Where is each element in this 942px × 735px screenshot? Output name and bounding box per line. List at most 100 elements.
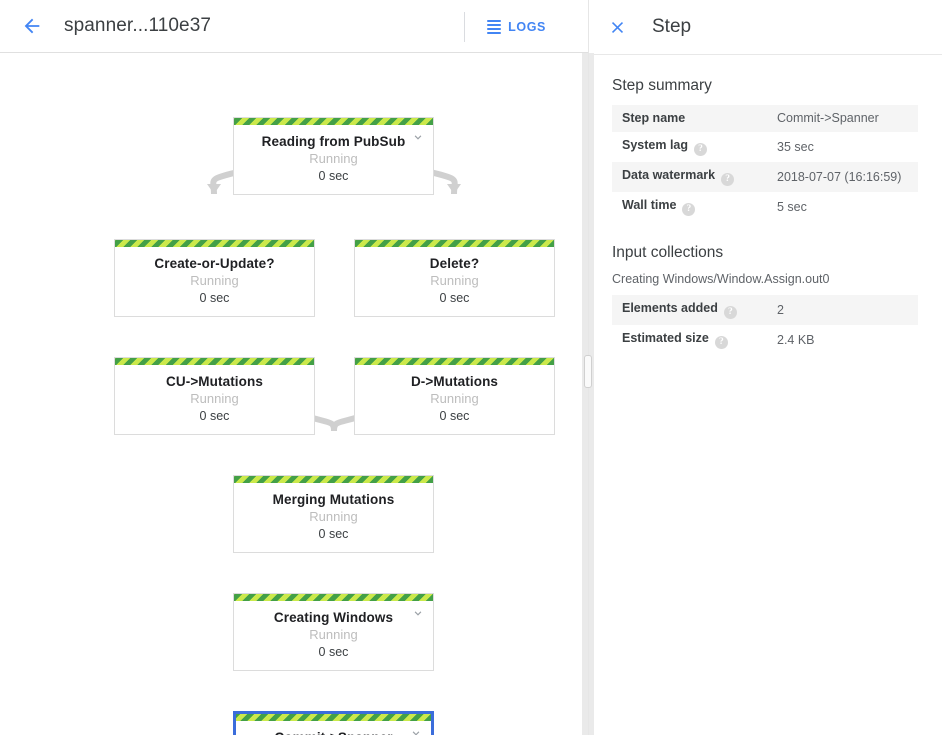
row-value: 2018-07-07 (16:16:59): [777, 169, 902, 184]
collection-name: Creating Windows/Window.Assign.out0: [612, 272, 830, 286]
row-value: Commit->Spanner: [777, 111, 879, 125]
help-icon[interactable]: ?: [682, 203, 696, 216]
node-body: D->Mutations Running 0 sec: [355, 365, 554, 434]
row-key: Elements added?: [612, 295, 777, 325]
row-key-label: Step name: [622, 111, 686, 125]
logs-button-label: LOGS: [508, 19, 546, 34]
help-icon[interactable]: ?: [714, 336, 728, 349]
node-status-stripe: [234, 118, 433, 125]
close-x-icon[interactable]: [600, 10, 634, 44]
chevron-down-icon[interactable]: [411, 606, 425, 620]
back-arrow-icon[interactable]: [14, 8, 50, 44]
chevron-down-icon[interactable]: [409, 726, 423, 735]
graph-node-commit-spanner[interactable]: Commit->Spanner Part running 5 sec: [233, 711, 434, 735]
row-value: 2: [777, 302, 784, 317]
node-body: Commit->Spanner Part running 5 sec: [236, 721, 431, 735]
node-status-stripe: [115, 240, 314, 247]
graph-node-delete[interactable]: Delete? Running 0 sec: [354, 239, 555, 317]
row-key: Estimated size?: [612, 325, 777, 355]
row-key: Step name: [612, 105, 777, 132]
graph-canvas: Reading from PubSub Running 0 sec Create…: [0, 53, 588, 735]
node-status: Running: [309, 151, 358, 166]
node-time: 0 sec: [199, 409, 230, 423]
row-value: 35 sec: [777, 139, 814, 154]
node-status: Running: [430, 391, 479, 406]
node-time: 0 sec: [199, 291, 230, 305]
toolbar-divider: [464, 11, 466, 42]
node-time: 0 sec: [318, 169, 349, 183]
node-status-stripe: [115, 358, 314, 365]
graph-node-creating-windows[interactable]: Creating Windows Running 0 sec: [233, 593, 434, 671]
top-bar-actions: LOGS: [464, 0, 588, 53]
node-status: Running: [430, 273, 479, 288]
pane-resize-handle[interactable]: [584, 355, 592, 388]
node-name: Creating Windows: [273, 610, 394, 625]
page-title: spanner...110e37: [64, 15, 212, 36]
node-body: Merging Mutations Running 0 sec: [234, 483, 433, 552]
node-time: 0 sec: [318, 645, 349, 659]
graph-node-cu-mutations[interactable]: CU->Mutations Running 0 sec: [114, 357, 315, 435]
node-name: CU->Mutations: [166, 374, 263, 389]
step-panel-body: Step summary Step name Commit->Spanner S…: [588, 55, 942, 355]
node-name: Create-or-Update?: [154, 256, 275, 271]
node-time: 0 sec: [439, 409, 470, 423]
node-status: Running: [190, 391, 239, 406]
row-value: 2.4 KB: [777, 332, 815, 347]
node-name: Merging Mutations: [272, 492, 395, 507]
table-row: Wall time? 5 sec: [612, 192, 918, 222]
node-body: Creating Windows Running 0 sec: [234, 601, 433, 670]
pipeline-graph[interactable]: Reading from PubSub Running 0 sec Create…: [0, 53, 588, 735]
node-status: Running: [309, 509, 358, 524]
step-summary-heading: Step summary: [612, 77, 712, 94]
row-value: 5 sec: [777, 199, 807, 214]
node-name: Reading from PubSub: [261, 134, 406, 149]
node-status-stripe: [355, 358, 554, 365]
row-key-label: Data watermark: [622, 168, 716, 182]
node-status-stripe: [234, 594, 433, 601]
row-key-label: System lag: [622, 138, 689, 152]
node-body: Reading from PubSub Running 0 sec: [234, 125, 433, 194]
graph-node-reading-from-pubsub[interactable]: Reading from PubSub Running 0 sec: [233, 117, 434, 195]
table-row: Elements added? 2: [612, 295, 918, 325]
step-details-panel: Step Step summary Step name Commit->Span…: [588, 0, 942, 735]
node-name: Commit->Spanner: [240, 729, 427, 735]
step-panel-title: Step: [652, 16, 692, 37]
table-row: System lag? 35 sec: [612, 132, 918, 162]
logs-button[interactable]: LOGS: [483, 14, 556, 40]
node-time: 0 sec: [439, 291, 470, 305]
input-collections-table: Elements added? 2 Estimated size? 2.4 KB: [612, 295, 918, 355]
row-key: Data watermark?: [612, 162, 777, 192]
graph-node-create-or-update[interactable]: Create-or-Update? Running 0 sec: [114, 239, 315, 317]
graph-pane: spanner...110e37 LOGS: [0, 0, 594, 735]
node-time: 0 sec: [318, 527, 349, 541]
node-status-stripe: [234, 476, 433, 483]
graph-node-merging-mutations[interactable]: Merging Mutations Running 0 sec: [233, 475, 434, 553]
input-collections-heading: Input collections: [612, 244, 724, 261]
node-body: CU->Mutations Running 0 sec: [115, 365, 314, 434]
row-key-label: Estimated size: [622, 331, 709, 345]
node-status-stripe: [355, 240, 554, 247]
table-row: Estimated size? 2.4 KB: [612, 325, 918, 355]
table-row: Data watermark? 2018-07-07 (16:16:59): [612, 162, 918, 192]
list-lines-icon: [487, 19, 502, 34]
help-icon[interactable]: ?: [694, 143, 708, 156]
chevron-down-icon[interactable]: [411, 130, 425, 144]
node-name: Delete?: [429, 256, 480, 271]
step-summary-table: Step name Commit->Spanner System lag? 35…: [612, 105, 918, 222]
node-status: Running: [190, 273, 239, 288]
node-status: Running: [309, 627, 358, 642]
row-key-label: Wall time: [622, 198, 677, 212]
graph-node-d-mutations[interactable]: D->Mutations Running 0 sec: [354, 357, 555, 435]
node-name: D->Mutations: [410, 374, 499, 389]
help-icon[interactable]: ?: [723, 306, 737, 319]
node-body: Delete? Running 0 sec: [355, 247, 554, 316]
row-key: Wall time?: [612, 192, 777, 222]
node-status-stripe: [236, 714, 431, 721]
node-body: Create-or-Update? Running 0 sec: [115, 247, 314, 316]
help-icon[interactable]: ?: [721, 173, 735, 186]
row-key: System lag?: [612, 132, 777, 162]
row-key-label: Elements added: [622, 301, 718, 315]
step-panel-header: Step: [588, 0, 942, 55]
table-row: Step name Commit->Spanner: [612, 105, 918, 132]
